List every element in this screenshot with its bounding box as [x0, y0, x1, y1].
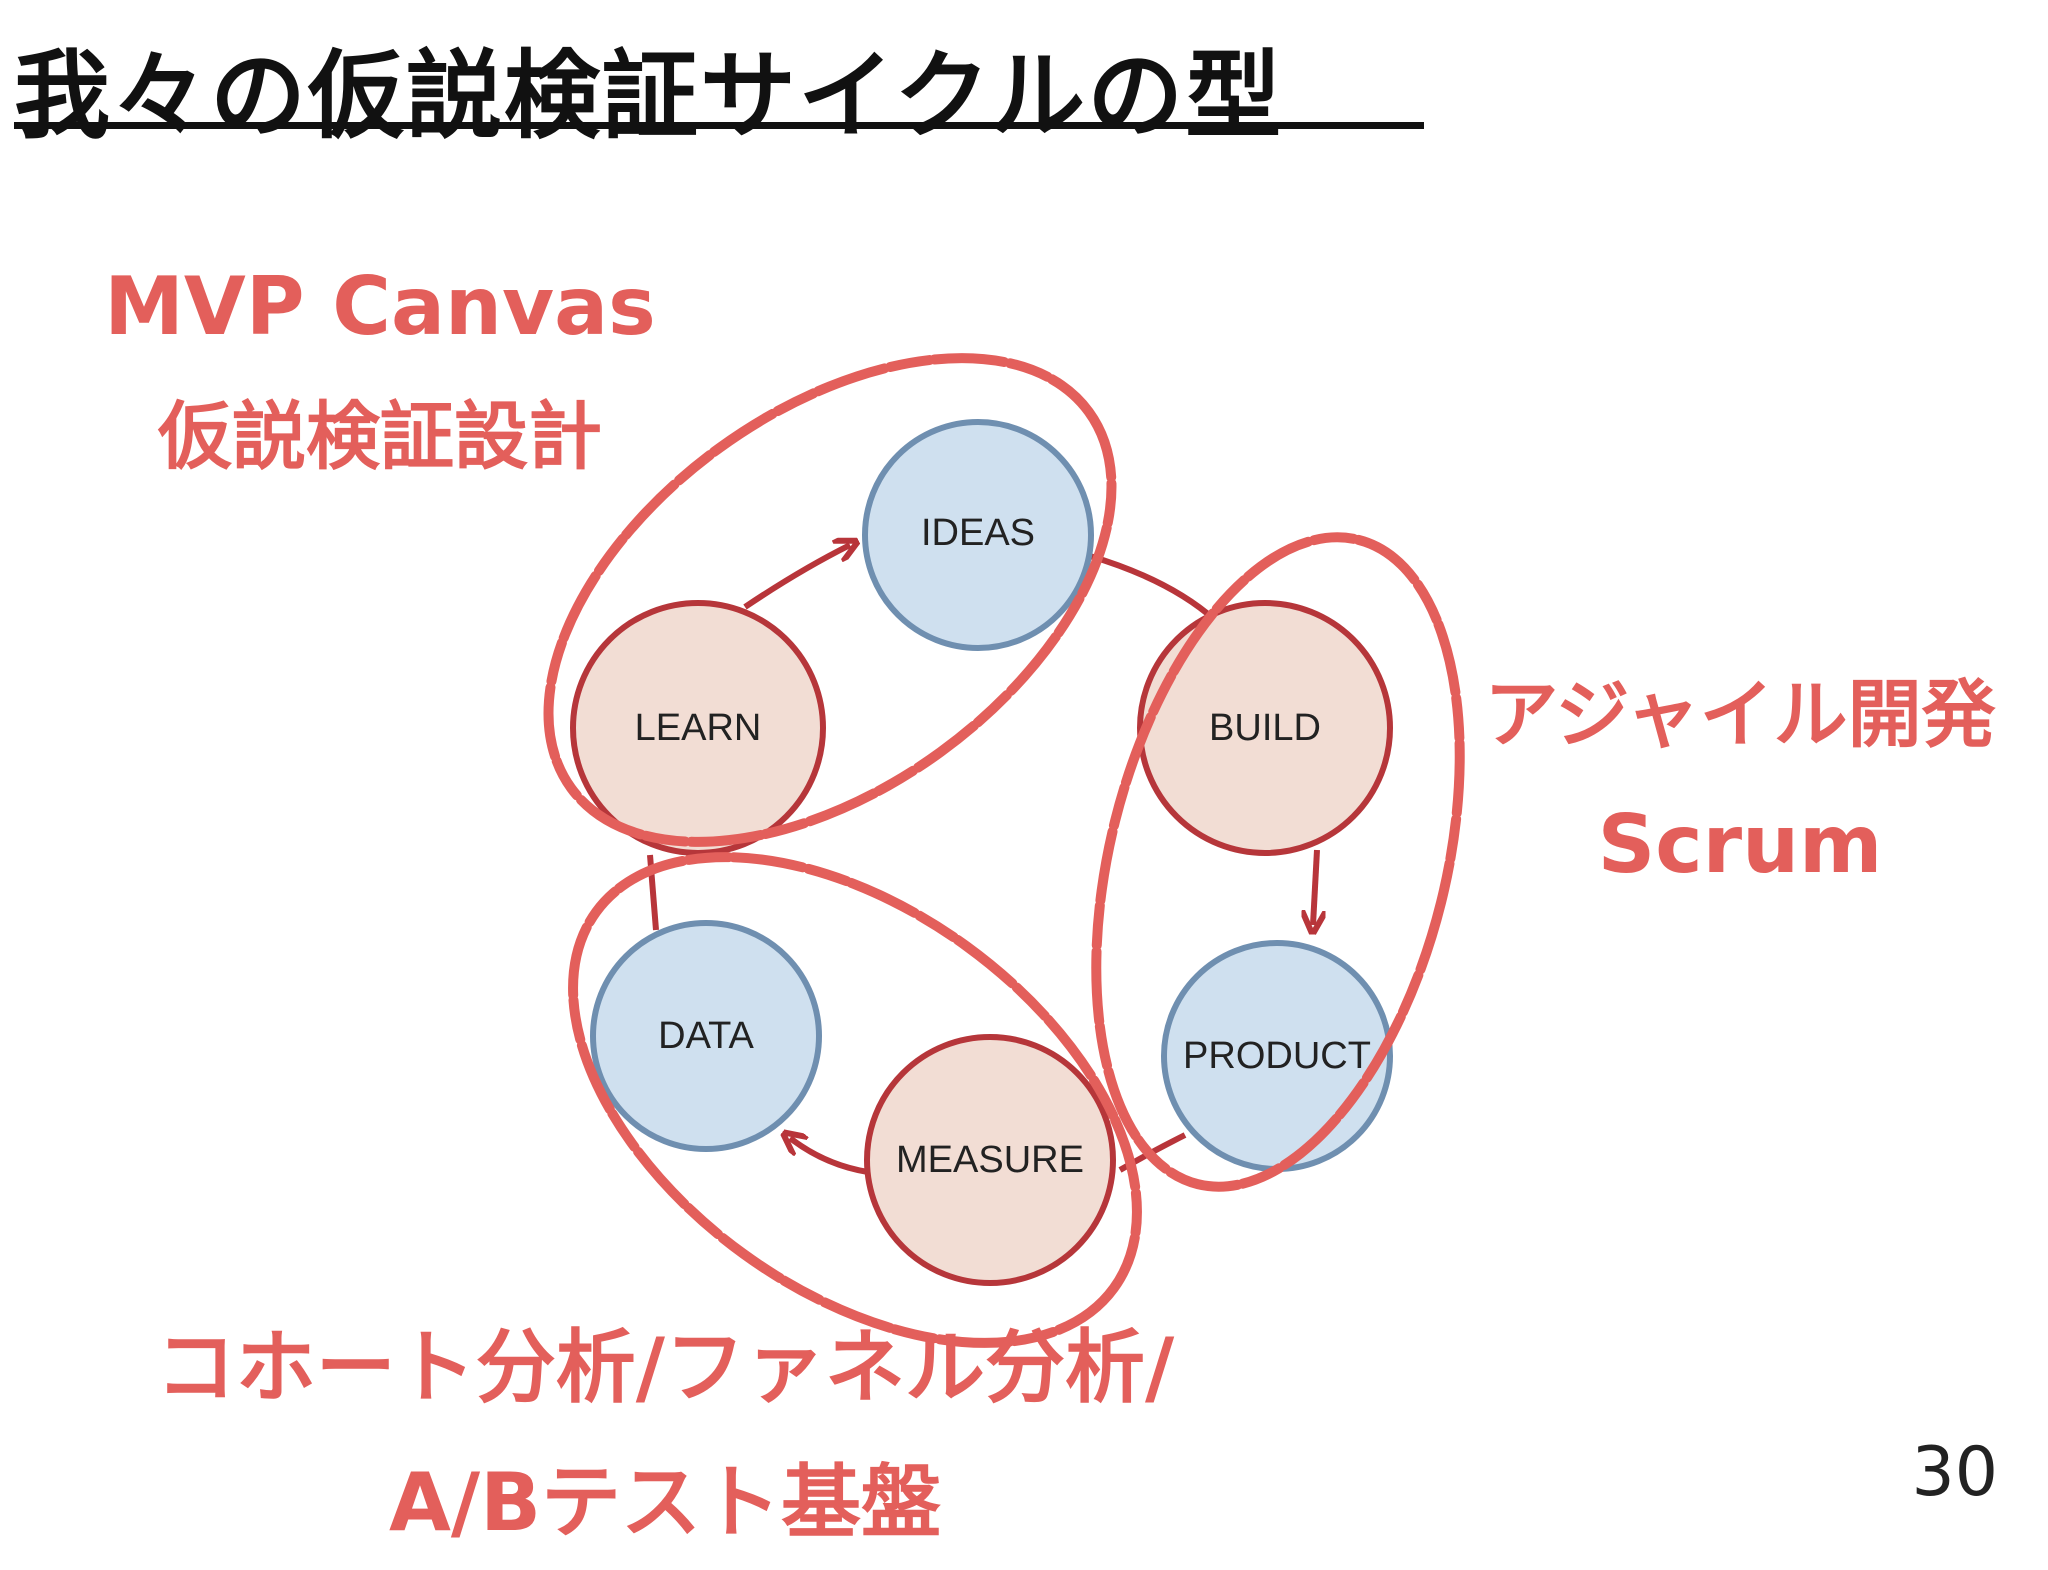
- annotation-agile: アジャイル開発 Scrum: [1440, 650, 2040, 910]
- annotation-mvp-canvas: MVP Canvas 仮説検証設計: [80, 242, 680, 502]
- cycle-arrows: [647, 545, 1317, 1175]
- annotation-data-line2: A/Bテスト基盤: [388, 1456, 942, 1549]
- slide-title: 我々の仮説検証サイクルの型: [14, 40, 1284, 152]
- node-ideas: IDEAS: [862, 419, 1094, 651]
- annotation-agile-line1: アジャイル開発: [1484, 672, 1996, 758]
- node-label-product: PRODUCT: [1183, 1035, 1371, 1077]
- ellipse-build-product: [1091, 532, 1465, 1192]
- node-label-build: BUILD: [1209, 707, 1321, 749]
- node-label-learn: LEARN: [635, 707, 762, 749]
- node-product: PRODUCT: [1161, 940, 1393, 1172]
- page-number: 30: [1911, 1433, 1998, 1512]
- annotation-mvp-line1: MVP Canvas: [104, 260, 656, 353]
- arrow-ideas-to-build: [1089, 553, 1217, 623]
- node-label-measure: MEASURE: [896, 1139, 1084, 1181]
- node-measure: MEASURE: [864, 1034, 1116, 1286]
- annotation-data-analysis: コホート分析/ファネル分析/ A/Bテスト基盤: [40, 1300, 1290, 1570]
- ellipse-learn-ideas: [543, 353, 1117, 847]
- node-data: DATA: [590, 920, 822, 1152]
- arrow-measure-to-data: [790, 1138, 869, 1175]
- arrow-learn-to-ideas: [743, 545, 850, 610]
- node-learn: LEARN: [570, 600, 826, 856]
- annotation-mvp-line2: 仮説検証設計: [158, 394, 602, 480]
- annotation-data-line1: コホート分析/ファネル分析/: [155, 1321, 1175, 1414]
- annotation-ellipses: [543, 353, 1465, 1348]
- annotation-agile-line2: Scrum: [1597, 798, 1883, 891]
- node-build: BUILD: [1137, 600, 1393, 856]
- arrow-build-to-product: [1313, 849, 1317, 925]
- build-measure-learn-diagram: IDEAS BUILD PRODUCT MEASURE DATA LEARN: [543, 353, 1465, 1348]
- title-underline: [14, 122, 1424, 129]
- node-label-data: DATA: [658, 1015, 754, 1057]
- ellipse-data-measure: [568, 852, 1142, 1348]
- node-label-ideas: IDEAS: [921, 512, 1035, 554]
